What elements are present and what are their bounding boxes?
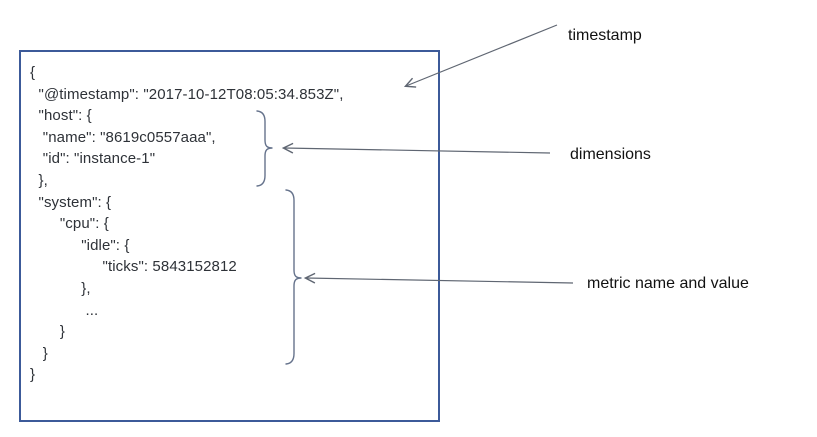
code-line-host-name: "name": "8619c0557aaa",	[30, 128, 216, 146]
code-line-ticks: "ticks": 5843152812	[30, 258, 237, 276]
code-line-system: "system": {	[30, 193, 112, 211]
code-line-host: "host": {	[30, 107, 92, 125]
code-line: },	[30, 279, 91, 297]
code-line: {	[30, 64, 36, 81]
dimensions-label: dimensions	[570, 146, 651, 163]
metric-name-value-label: metric name and value	[587, 275, 749, 292]
code-line-cpu: "cpu": {	[30, 215, 109, 233]
code-line-ellipsis: ...	[30, 301, 99, 319]
code-line: }	[30, 366, 36, 384]
code-line: }	[30, 323, 65, 341]
json-code-block: { "@timestamp": "2017-10-12T08:05:34.853…	[30, 62, 343, 386]
code-line-timestamp: "@timestamp": "2017-10-12T08:05:34.853Z"…	[30, 85, 344, 103]
document-box	[19, 50, 440, 422]
code-line: },	[30, 171, 48, 189]
code-line-idle: "idle": {	[30, 236, 130, 254]
code-line: }	[30, 344, 48, 362]
timestamp-label: timestamp	[568, 27, 642, 44]
code-line-host-id: "id": "instance-1"	[30, 150, 156, 168]
